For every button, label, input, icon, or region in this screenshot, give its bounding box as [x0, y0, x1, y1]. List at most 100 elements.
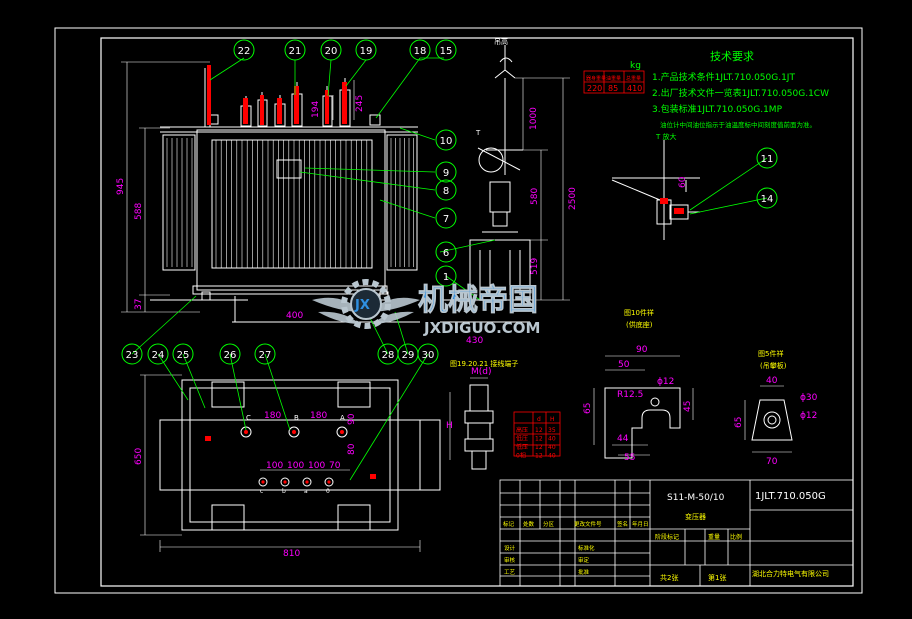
weight-h-1: 油重量: [606, 75, 621, 82]
balloon-23: 23: [121, 343, 143, 365]
dim-810: 810: [283, 549, 300, 559]
plan-c2: c: [260, 488, 263, 495]
watermark-en: JXDIGUO.COM: [423, 319, 540, 337]
balloon-1: 1: [435, 265, 457, 287]
dim-588: 588: [134, 203, 144, 220]
dim-100b: 100: [287, 461, 304, 471]
plan-dimensions: [140, 374, 421, 552]
tb-col-0: 阶段标记: [655, 533, 679, 541]
plan-B: B: [294, 414, 299, 422]
title-block-rev: 标记 处数 分区 更改文件号 签名 年月日 设计 审核 工艺 标准化 审定 批准: [503, 520, 649, 576]
balloon-9: 9: [435, 161, 457, 183]
tb-col-1: 重量: [708, 533, 720, 541]
balloon-label: 25: [177, 350, 190, 361]
tb-rev-0: 标记: [503, 520, 515, 528]
term-h-d: d: [537, 416, 541, 423]
dim-50: 50: [618, 360, 630, 370]
tb-sheets: 共2张: [660, 573, 678, 582]
balloon-14: 14: [756, 187, 778, 209]
dim-2500: 2500: [568, 187, 578, 210]
term-cell: 40: [548, 453, 556, 460]
dim-400: 400: [286, 311, 303, 321]
lv-terminal: [324, 477, 334, 487]
weight-v-2: 410: [627, 84, 642, 93]
dim-37: 37: [134, 299, 144, 310]
weight-h-2: 总重量: [626, 75, 641, 82]
tb-rev-1: 处数: [523, 520, 535, 528]
balloon-label: 9: [443, 168, 449, 179]
label-texts: 技术要求 kg 1.产品技术条件1JLT.710.050G.1JT 2.出厂技术…: [246, 37, 829, 495]
hv-terminal-core: [244, 430, 248, 434]
term-cell: 40: [548, 444, 556, 451]
balloon-label: 1: [443, 272, 449, 283]
balloon-label: 18: [414, 46, 427, 57]
front-dimensions: [121, 61, 420, 323]
dim-lift-40: 40: [766, 376, 778, 386]
tb-company: 湖北合力特电气有限公司: [752, 569, 829, 578]
plan-marker: [370, 474, 376, 479]
weight-v-0: 220: [587, 84, 602, 93]
tb-role-m-0: 标准化: [578, 544, 595, 552]
watermark-cn: 机械帝国: [418, 283, 538, 318]
tb-rev-2: 分区: [543, 520, 555, 528]
plan-b2: b: [282, 488, 286, 495]
req-2: 2.出厂技术文件一览表1JLT.710.050G.1CW: [652, 87, 829, 99]
tb-role-m-2: 批准: [578, 568, 590, 576]
watermark: JX 机械帝国 JXDIGUO.COM: [312, 279, 540, 337]
dim-245: 245: [355, 95, 365, 112]
term-cell: 12: [535, 427, 543, 434]
tb-model: S11-M-50/10: [667, 493, 725, 503]
dim-100a: 100: [266, 461, 283, 471]
lv-terminal: [302, 477, 312, 487]
watermark-gear: [341, 279, 391, 329]
balloon-22: 22: [233, 39, 255, 61]
dim-70: 70: [329, 461, 341, 471]
weight-table: [583, 70, 645, 94]
radiator-fins: [166, 138, 414, 268]
dim-lift-65: 65: [734, 417, 744, 428]
plan-o: 0: [326, 488, 330, 495]
balloon-25: 25: [172, 343, 194, 365]
dim-430: 430: [466, 336, 483, 346]
bolt-detail: [464, 384, 494, 470]
balloon-label: 15: [440, 46, 453, 57]
tb-rev-4: 签名: [617, 520, 628, 528]
detail5-dim: [744, 385, 792, 453]
dim-519: 519: [530, 258, 540, 275]
plan-marker: [205, 436, 211, 441]
term-cell: 35: [548, 427, 556, 434]
weight-v-1: 85: [608, 84, 618, 93]
balloon-18: 18: [409, 39, 431, 61]
balloon-label: 28: [382, 350, 395, 361]
dim-45: 45: [683, 401, 693, 412]
balloon-10: 10: [435, 129, 457, 151]
req-note-2: T 放大: [655, 132, 677, 141]
dim-r125: R12.5: [617, 390, 643, 400]
hv-terminal: [336, 426, 348, 438]
tb-role-l-0: 设计: [504, 544, 516, 552]
balloon-6: 6: [435, 241, 457, 263]
balloon-15: 15: [435, 39, 457, 61]
balloon-20: 20: [320, 39, 342, 61]
plan-terminals: [205, 426, 376, 487]
dim-lift-70: 70: [766, 457, 778, 467]
dim-phi12: ϕ12: [657, 377, 674, 387]
balloon-label: 11: [761, 154, 774, 165]
hv-terminal-core: [292, 430, 296, 434]
dim-1000: 1000: [529, 107, 539, 130]
dim-90p: 90: [347, 413, 357, 425]
t-detail: [611, 140, 700, 240]
term-cell: 12: [535, 453, 543, 460]
dim-lift-phi12: ϕ12: [800, 411, 817, 421]
balloon-11: 11: [756, 147, 778, 169]
side-view: [440, 45, 535, 323]
tech-title: 技术要求: [710, 50, 754, 63]
term-cell: 0相: [516, 452, 526, 460]
dim-lift-phi30: ϕ30: [800, 393, 818, 403]
balloon-24: 24: [147, 343, 169, 365]
balloon-label: 30: [422, 350, 435, 361]
inner-frame: [100, 37, 854, 587]
balloon-label: 27: [259, 350, 272, 361]
balloon-21: 21: [284, 39, 306, 61]
